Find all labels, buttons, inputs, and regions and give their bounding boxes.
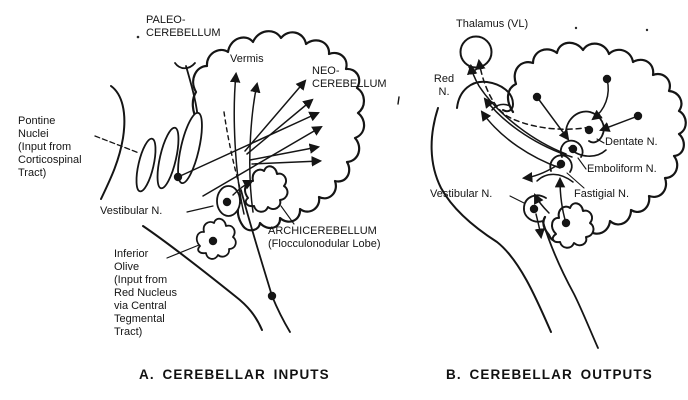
brainstem-outline-b-left <box>430 107 552 333</box>
vermis-arrows <box>229 71 261 215</box>
to-red-nucleus-arrow-2 <box>480 110 561 169</box>
emboliform-hook <box>560 139 584 158</box>
brainstem-outline-a-upper <box>100 85 126 200</box>
interposed-to-thalamus-arrow <box>466 63 567 155</box>
output-arrows <box>466 58 639 240</box>
label-red-nucleus: Red N. <box>433 73 455 98</box>
caption-panel-a: A. CEREBELLAR INPUTS <box>139 367 330 382</box>
label-inferior-olive: Inferior Olive (Input from Red Nucleus v… <box>114 248 177 338</box>
fastigial-left-arrow <box>521 165 557 183</box>
brainstem-outline-a-lower <box>142 225 263 331</box>
to-red-nucleus-arrow-1 <box>483 97 573 158</box>
midline-dashed <box>223 111 241 189</box>
leader-lines-a <box>94 96 400 259</box>
label-fastigial-n: Fastigial N. <box>574 188 630 200</box>
pontine-nuclei-ellipses <box>135 111 203 193</box>
caption-panel-b: B. CEREBELLAR OUTPUTS <box>446 367 653 382</box>
label-dentate-n: Dentate N. <box>605 136 658 148</box>
cortex-to-dentate-arrow-1 <box>591 78 609 121</box>
print-specks <box>136 26 649 39</box>
deep-nuclei-hooks <box>523 110 607 223</box>
vestibular-descending-arrow <box>534 213 546 240</box>
label-paleocerebellum: PALEO- CEREBELLUM <box>146 14 221 39</box>
dentate-hook <box>565 110 605 144</box>
spinocerebellar-tract-line <box>240 189 291 333</box>
anterior-notch-arc <box>174 62 196 70</box>
label-pontine-nuclei: Pontine Nuclei (Input from Corticospinal… <box>18 115 82 179</box>
thalamus-circle <box>459 35 493 69</box>
red-nucleus-outline <box>456 80 514 113</box>
panel-b-outputs-drawing <box>430 35 687 349</box>
panel-a-inputs-drawing <box>94 30 400 333</box>
cortex-to-dentate-arrow-2 <box>599 115 639 132</box>
flocculonodular-lobe-b <box>551 202 595 249</box>
to-vestibular-arrow <box>534 193 550 214</box>
pontocerebellar-arrows <box>177 79 323 197</box>
leader-lines-b <box>509 138 605 204</box>
brainstem-outline-b-right <box>542 221 599 349</box>
fastigial-loop-arc <box>536 173 574 183</box>
flocculonodular-lobe-a <box>244 165 289 213</box>
vestibulocerebellar-arrow <box>232 180 254 196</box>
label-thalamus: Thalamus (VL) <box>456 18 529 30</box>
floccule-to-fastigial-arrow <box>554 176 567 224</box>
cortex-to-emboliform-arrow <box>536 96 570 141</box>
label-vermis: Vermis <box>230 53 264 65</box>
label-vestibular-n-a: Vestibular N. <box>100 205 163 217</box>
label-neocerebellum: NEO- CEREBELLUM <box>312 65 387 90</box>
label-archicerebellum: ARCHICEREBELLUM (Flocculonodular Lobe) <box>268 225 381 250</box>
label-vestibular-n-b: Vestibular N. <box>430 188 493 200</box>
label-emboliform-n: Emboliform N. <box>587 163 657 175</box>
fastigial-hook <box>549 154 573 173</box>
